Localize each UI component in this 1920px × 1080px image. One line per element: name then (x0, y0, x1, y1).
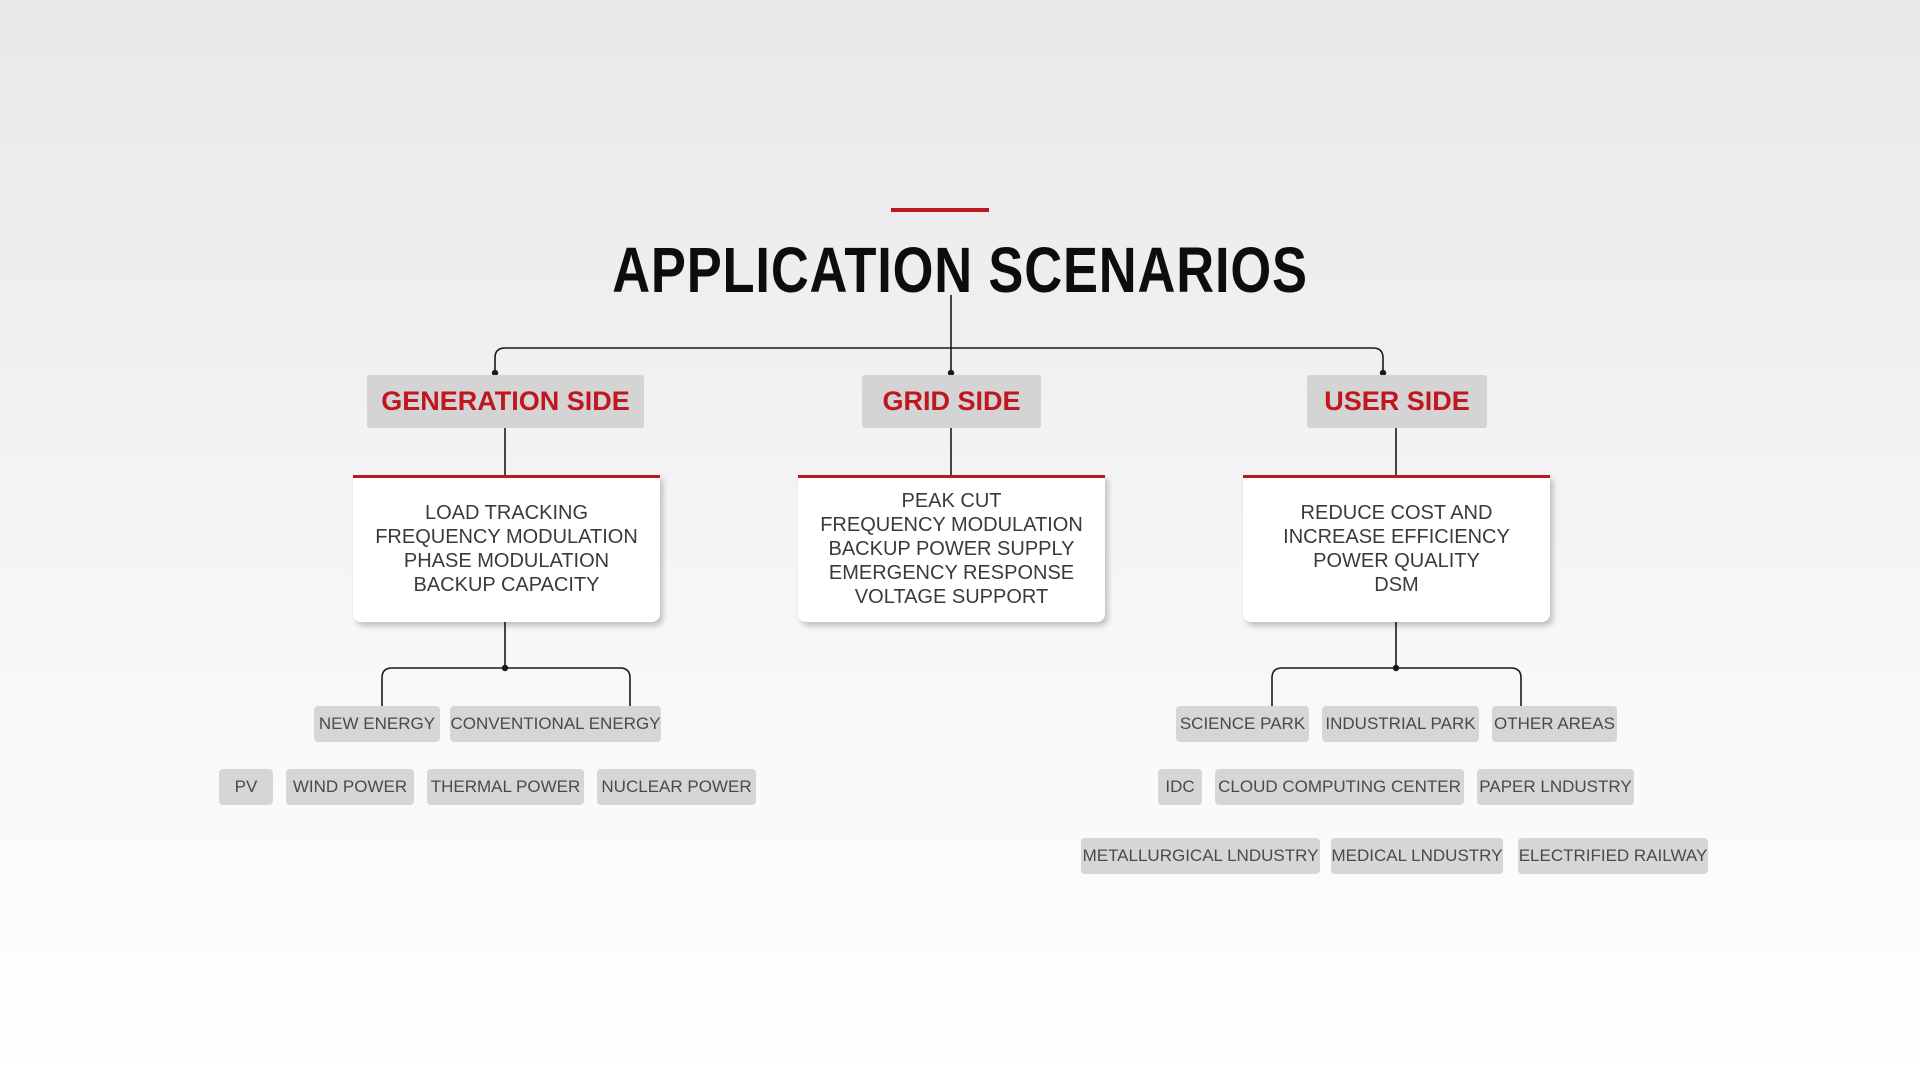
function-item: BACKUP CAPACITY (413, 573, 600, 596)
grid-functions-card: PEAK CUT FREQUENCY MODULATION BACKUP POW… (798, 475, 1105, 622)
tag-label: ELECTRIFIED RAILWAY (1518, 846, 1708, 865)
function-item: BACKUP POWER SUPPLY (828, 537, 1075, 560)
tag-new-energy: NEW ENERGY (314, 706, 440, 742)
tag-paper-industry: PAPER LNDUSTRY (1477, 769, 1634, 805)
tag-nuclear-power: NUCLEAR POWER (597, 769, 756, 805)
tag-label: NEW ENERGY (318, 714, 436, 733)
function-item: POWER QUALITY (1313, 549, 1480, 572)
tag-label: PV (234, 777, 258, 796)
tag-wind-power: WIND POWER (286, 769, 414, 805)
tag-metallurgical-industry: METALLURGICAL LNDUSTRY (1081, 838, 1320, 874)
branch-dot-generation (501, 664, 509, 672)
function-item: FREQUENCY MODULATION (375, 525, 638, 548)
tag-label: CLOUD COMPUTING CENTER (1218, 777, 1461, 796)
tag-medical-industry: MEDICAL LNDUSTRY (1331, 838, 1503, 874)
function-item: FREQUENCY MODULATION (820, 513, 1083, 536)
generation-side-label: GENERATION SIDE (381, 386, 630, 416)
generation-side-header: GENERATION SIDE (367, 375, 644, 428)
tag-label: METALLURGICAL LNDUSTRY (1082, 846, 1319, 865)
function-item: LOAD TRACKING (425, 501, 588, 524)
generation-branch-bus-line (381, 667, 631, 706)
user-functions-card: REDUCE COST AND INCREASE EFFICIENCY POWE… (1243, 475, 1550, 622)
tag-label: THERMAL POWER (430, 777, 581, 796)
tag-electrified-railway: ELECTRIFIED RAILWAY (1518, 838, 1708, 874)
tag-label: SCIENCE PARK (1179, 714, 1306, 733)
card-accent-line (798, 475, 1105, 478)
function-item: EMERGENCY RESPONSE (828, 561, 1075, 584)
tag-label: NUCLEAR POWER (601, 777, 752, 796)
top-bus-line (494, 347, 1384, 375)
tag-label: IDC (1165, 777, 1195, 796)
tag-label: PAPER LNDUSTRY (1479, 777, 1632, 796)
function-item: REDUCE COST AND (1300, 501, 1493, 524)
grid-side-label: GRID SIDE (882, 386, 1021, 416)
tag-label: INDUSTRIAL PARK (1325, 714, 1476, 733)
generation-functions-card: LOAD TRACKING FREQUENCY MODULATION PHASE… (353, 475, 660, 622)
grid-side-header: GRID SIDE (862, 375, 1041, 428)
tag-thermal-power: THERMAL POWER (427, 769, 584, 805)
tag-industrial-park: INDUSTRIAL PARK (1322, 706, 1479, 742)
card-accent-line (353, 475, 660, 478)
tag-label: OTHER AREAS (1494, 714, 1615, 733)
tag-other-areas: OTHER AREAS (1492, 706, 1617, 742)
tag-idc: IDC (1158, 769, 1202, 805)
card-accent-line (1243, 475, 1550, 478)
user-branch-bus-line (1271, 667, 1522, 706)
user-side-label: USER SIDE (1324, 386, 1470, 416)
function-item: DSM (1374, 573, 1419, 596)
user-side-header: USER SIDE (1307, 375, 1487, 428)
tag-label: MEDICAL LNDUSTRY (1331, 846, 1503, 865)
function-item: PEAK CUT (901, 489, 1002, 512)
title-accent-bar (891, 208, 989, 212)
tag-science-park: SCIENCE PARK (1176, 706, 1309, 742)
function-item: VOLTAGE SUPPORT (854, 585, 1049, 608)
tag-label: CONVENTIONAL ENERGY (450, 714, 661, 733)
tag-pv: PV (219, 769, 273, 805)
tag-label: WIND POWER (292, 777, 408, 796)
tag-cloud-computing-center: CLOUD COMPUTING CENTER (1215, 769, 1464, 805)
branch-dot-user (1392, 664, 1400, 672)
function-item: INCREASE EFFICIENCY (1283, 525, 1510, 548)
function-item: PHASE MODULATION (403, 549, 610, 572)
tag-conventional-energy: CONVENTIONAL ENERGY (450, 706, 661, 742)
page-title: APPLICATION SCENARIOS (612, 234, 1308, 306)
